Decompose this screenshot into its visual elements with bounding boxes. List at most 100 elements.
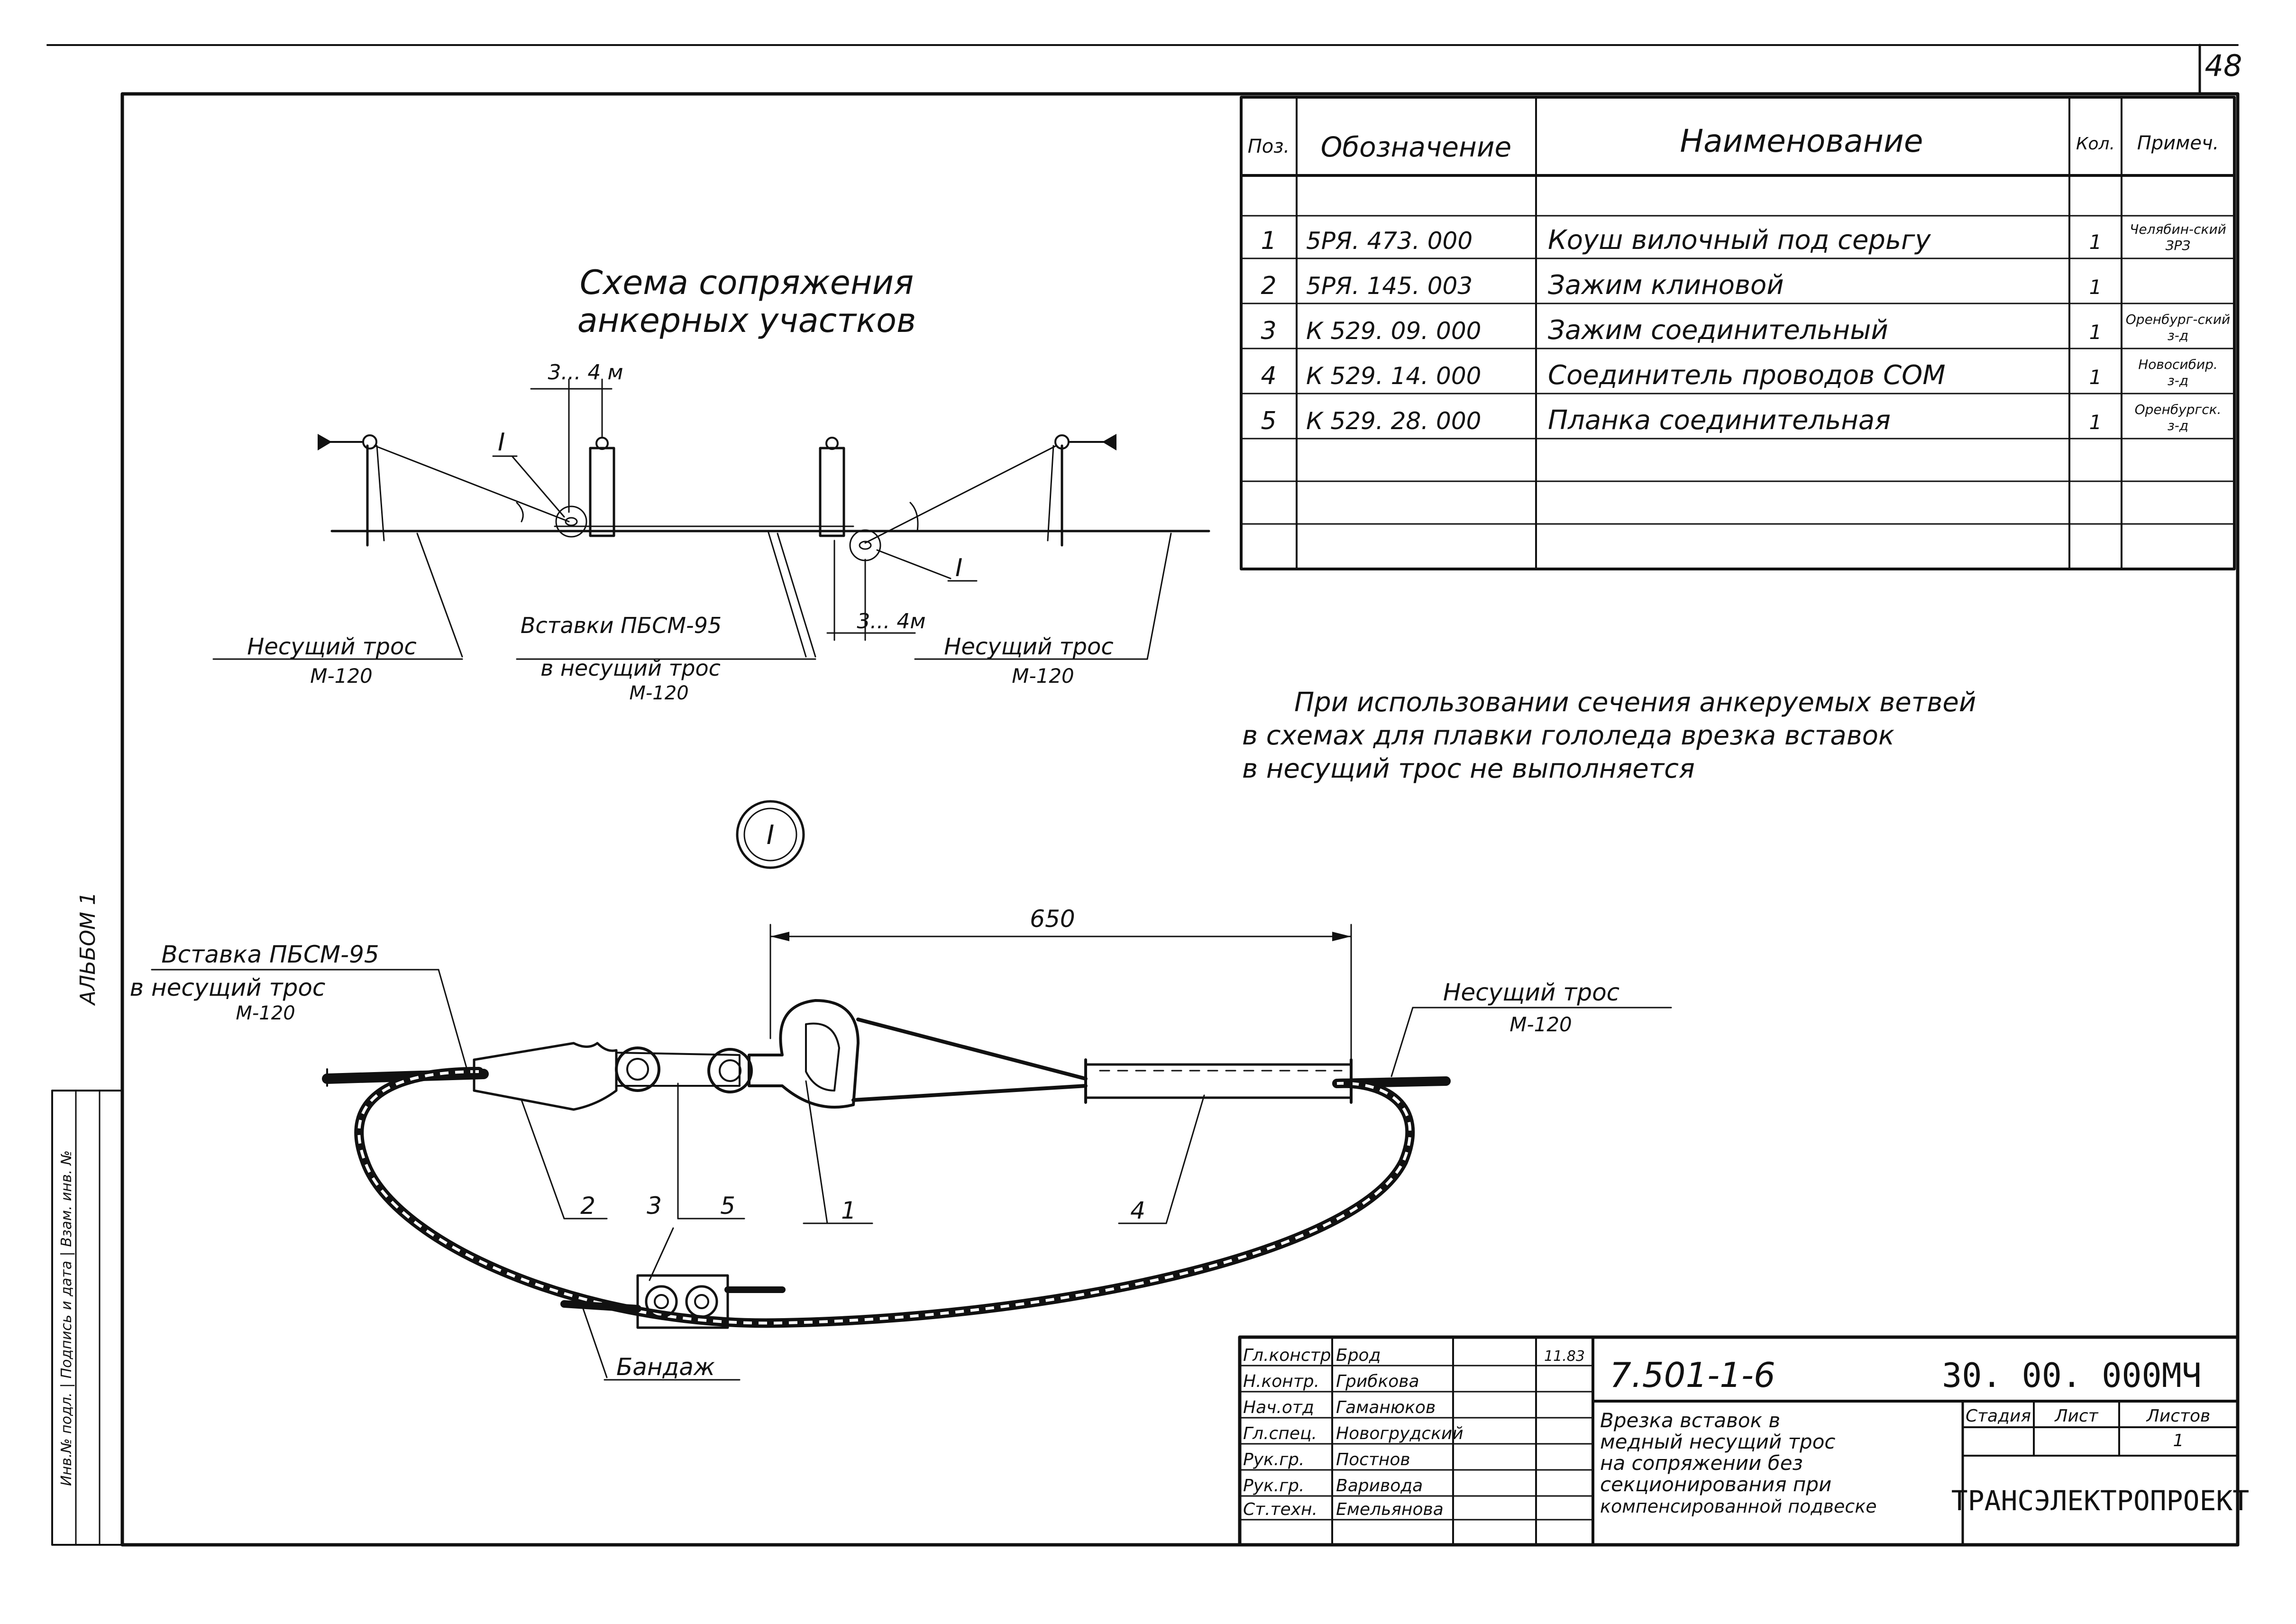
scheme-dim-top: 3... 4 м — [548, 360, 623, 385]
spec-row-note: ЗРЗ — [2166, 238, 2191, 253]
page-number: 48 — [2205, 48, 2242, 83]
staff-name: Емельянова — [1336, 1500, 1444, 1519]
dim-650: 650 — [1030, 905, 1075, 933]
node-mark-right: I — [955, 554, 962, 582]
staff-role: Ст.техн. — [1243, 1500, 1317, 1519]
drawing-frame — [120, 92, 2240, 1547]
note-text: При использовании сечения анкеруемых вет… — [1242, 687, 1976, 784]
spec-row-pos: 4 — [1261, 362, 1276, 390]
scheme-label-left: Несущий трос — [247, 633, 416, 660]
detail-view: I 650 — [130, 800, 1672, 1381]
staff-name: Грибкова — [1336, 1372, 1419, 1391]
spec-row-pos: 1 — [1261, 227, 1276, 255]
staff-role: Гл.спец. — [1243, 1424, 1317, 1443]
label-insert: Вставка ПБСМ-95 — [161, 941, 379, 968]
scheme-title-line2: анкерных участков — [577, 301, 916, 340]
spec-row-qty: 1 — [2089, 411, 2102, 434]
label-cable: Несущий трос — [1443, 979, 1619, 1006]
doc-code: 7.501-1-6 — [1610, 1355, 1775, 1395]
doc-desc-1: Врезка вставок в — [1600, 1409, 1780, 1432]
spec-row-note: Новосибир. — [2138, 357, 2218, 372]
staff-date: 11.83 — [1544, 1348, 1585, 1365]
doc-desc-4: секционирования при — [1600, 1473, 1831, 1496]
scheme-dim-bottom: 3... 4м — [857, 609, 925, 633]
svg-text:в несущий трос не выполняется: в несущий трос не выполняется — [1242, 753, 1695, 784]
staff-role: Рук.гр. — [1243, 1476, 1304, 1496]
pos-label-3: 3 — [647, 1192, 662, 1220]
spec-row-name: Зажим клиновой — [1548, 270, 1784, 301]
spec-table: Поз. Обозначение Наименование Кол. Приме… — [1240, 96, 2236, 570]
spec-row-pos: 5 — [1261, 407, 1276, 435]
spec-row-qty: 1 — [2089, 366, 2102, 389]
scheme-label-mid-sub: в несущий трос — [540, 655, 721, 681]
svg-text:Инв.№ подл. | Подпись и дата |: Инв.№ подл. | Подпись и дата | Взам. инв… — [58, 1150, 75, 1486]
title-block: 7.501-1-6 30. 00. 000МЧ Врезка вставок в… — [1238, 1335, 2250, 1547]
spec-row-name: Зажим соединительный — [1548, 315, 1888, 346]
spec-row-note: Оренбург-ский — [2126, 312, 2230, 327]
pos-label-1: 1 — [841, 1197, 856, 1224]
doc-number: 30. 00. 000МЧ — [1942, 1356, 2202, 1395]
stage-header: Стадия — [1966, 1406, 2031, 1426]
spec-row-name: Планка соединительная — [1548, 405, 1891, 436]
staff-name: Брод — [1336, 1346, 1381, 1365]
staff-name: Гаманюков — [1336, 1398, 1436, 1417]
spec-row-pos: 3 — [1261, 317, 1276, 345]
spec-row-note: з-д — [2168, 373, 2188, 388]
pos-label-5: 5 — [720, 1192, 735, 1220]
svg-text:в схемах для плавки гололеда в: в схемах для плавки гололеда врезка вста… — [1242, 720, 1894, 751]
spec-row-code: К 529. 28. 000 — [1306, 407, 1481, 435]
scheme-label-right: Несущий трос — [944, 633, 1113, 660]
scheme-label-mid-sub2: М-120 — [629, 682, 688, 704]
spec-row-name: Коуш вилочный под серьгу — [1548, 225, 1931, 256]
spec-row-code: К 529. 14. 000 — [1306, 362, 1481, 390]
org-name: ТРАНСЭЛЕКТРОПРОЕКТ — [1951, 1485, 2250, 1517]
side-stamp: Инв.№ подл. | Подпись и дата | Взам. инв… — [51, 1090, 123, 1546]
spec-rows: 1 5РЯ. 473. 000 Коуш вилочный под серьгу 1 Ч… — [1261, 221, 2230, 436]
spec-row-name: Соединитель проводов СОМ — [1548, 360, 1946, 391]
staff-role: Нач.отд — [1243, 1398, 1314, 1417]
label-cable-sub: М-120 — [1509, 1013, 1572, 1036]
spec-row-pos: 2 — [1261, 272, 1276, 300]
col-header-qty: Кол. — [2076, 134, 2115, 154]
sheet-header: Лист — [2054, 1406, 2098, 1426]
col-header-code: Обозначение — [1321, 131, 1511, 163]
sheets-value: 1 — [2173, 1431, 2184, 1450]
spec-row-note: Оренбургск. — [2135, 402, 2222, 417]
scheme-label-right-sub: М-120 — [1012, 664, 1074, 688]
col-header-pos: Поз. — [1248, 136, 1290, 157]
spec-row-note: з-д — [2168, 418, 2188, 433]
doc-desc-2: медный несущий трос — [1600, 1430, 1836, 1453]
spec-row-note: з-д — [2168, 328, 2188, 343]
node-mark-left: I — [498, 428, 505, 457]
detail-circle-mark: I — [767, 820, 775, 851]
staff-name: Варивода — [1336, 1476, 1423, 1496]
label-insert-sub: в несущий трос — [130, 974, 326, 1001]
doc-desc-5: компенсированной подвеске — [1600, 1496, 1877, 1517]
spec-row-code: 5РЯ. 145. 003 — [1306, 272, 1473, 300]
staff-role: Гл.констр — [1243, 1346, 1331, 1365]
doc-desc-3: на сопряжении без — [1600, 1451, 1803, 1475]
staff-name: Постнов — [1336, 1450, 1410, 1469]
svg-text:При использовании сечения анке: При использовании сечения анкеруемых вет… — [1294, 687, 1976, 718]
staff-rows: Гл.констр Брод 11.83Н.контр. ГрибковаНач.от… — [1243, 1346, 1585, 1519]
scheme: Схема сопряжения анкерных участков — [212, 263, 1210, 704]
scheme-title-line1: Схема сопряжения — [580, 263, 914, 302]
col-header-name: Наименование — [1680, 123, 1923, 159]
scheme-label-left-sub: М-120 — [310, 664, 373, 688]
spec-row-qty: 1 — [2089, 230, 2102, 254]
spec-row-code: 5РЯ. 473. 000 — [1306, 227, 1473, 255]
label-insert-sub2: М-120 — [236, 1002, 295, 1024]
col-header-note: Примеч. — [2137, 132, 2219, 154]
scheme-label-mid: Вставки ПБСМ-95 — [521, 613, 722, 638]
staff-role: Н.контр. — [1243, 1372, 1319, 1391]
spec-row-qty: 1 — [2089, 321, 2102, 344]
sheets-header: Листов — [2146, 1406, 2210, 1426]
staff-name: Новогрудский — [1336, 1424, 1464, 1443]
album-label: АЛЬБОМ 1 — [76, 892, 100, 1006]
label-bandage: Бандаж — [616, 1353, 715, 1381]
pos-label-2: 2 — [580, 1192, 595, 1220]
spec-row-note: Челябин-ский — [2130, 221, 2226, 237]
pos-label-4: 4 — [1130, 1197, 1145, 1224]
staff-role: Рук.гр. — [1243, 1450, 1304, 1469]
